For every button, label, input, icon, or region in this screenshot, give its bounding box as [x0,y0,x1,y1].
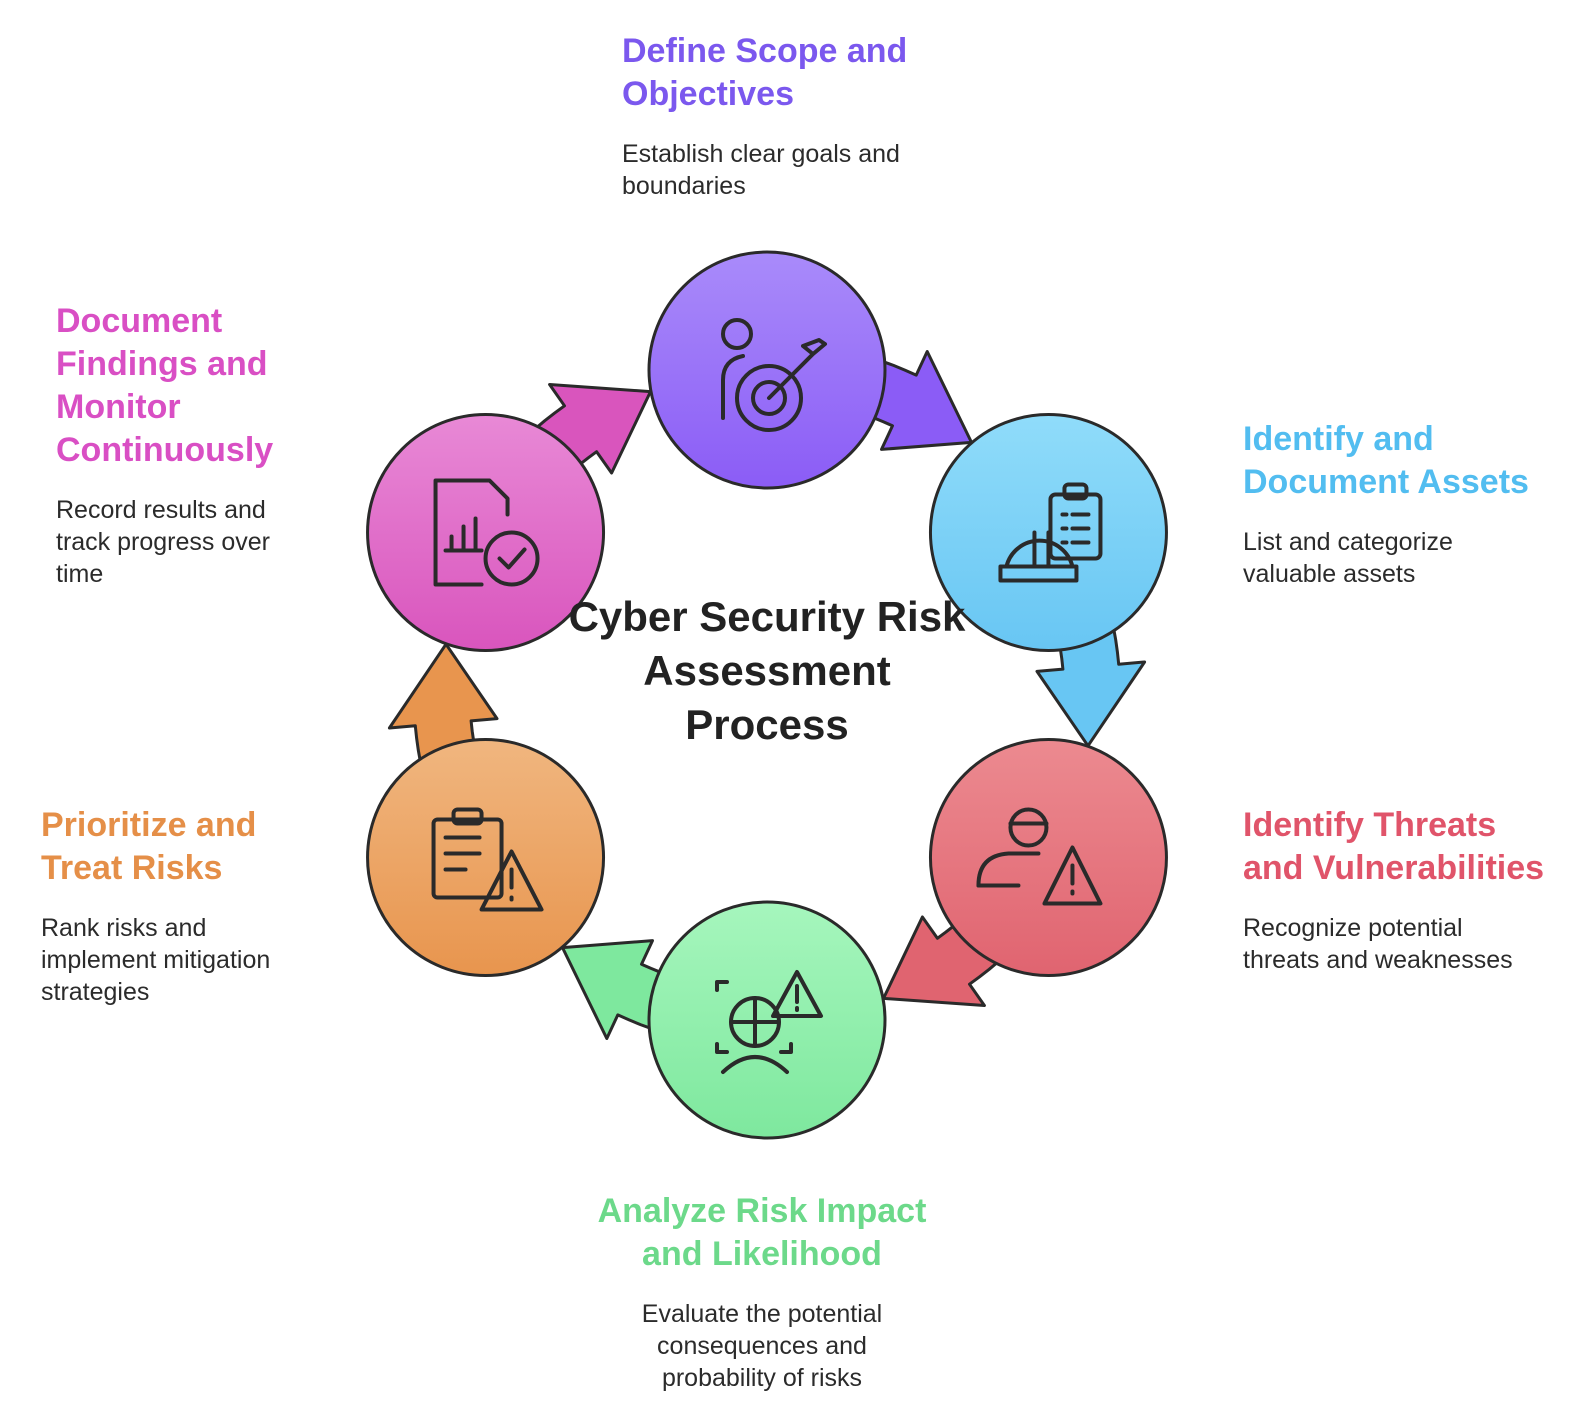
center-title: Cyber Security Risk Assessment Process [568,593,966,748]
step-label-define-scope: Define Scope and Objectives Establish cl… [622,30,942,202]
step-description: Evaluate the potential consequences and … [641,1300,883,1392]
clipboard-warning-icon [431,807,544,912]
step-title: Identify Threats and Vulnerabilities [1243,806,1545,887]
step-label-analyze-risk: Analyze Risk Impact and Likelihood Evalu… [592,1190,932,1394]
person-warning-icon [976,807,1103,906]
step-node [647,900,887,1140]
step-node [366,413,606,652]
step-title: Prioritize and Treat Risks [41,806,257,887]
step-node [366,738,606,977]
step-title: Document Findings and Monitor Continuous… [56,302,274,469]
target-person-icon [721,318,827,432]
step-label-identify-assets: Identify and Document Assets List and ca… [1243,418,1543,590]
step-node [928,738,1168,977]
step-description: Rank risks and implement mitigation stra… [41,914,271,1006]
step-title: Analyze Risk Impact and Likelihood [597,1192,927,1273]
step-description: Record results and track progress over t… [56,496,270,588]
step-node [928,413,1168,652]
step-circle [928,738,1168,977]
step-description: Establish clear goals and boundaries [622,140,900,200]
step-circle [366,738,606,977]
report-check-icon [433,478,540,587]
hardhat-clipboard-icon [998,482,1103,583]
step-circle [366,413,606,652]
step-description: Recognize potential threats and weakness… [1243,914,1513,974]
step-label-identify-threats: Identify Threats and Vulnerabilities Rec… [1243,804,1563,976]
step-label-document-findings: Document Findings and Monitor Continuous… [56,300,286,590]
step-label-prioritize-risks: Prioritize and Treat Risks Rank risks an… [41,804,301,1008]
globe-warning-icon [715,970,823,1074]
step-title: Identify and Document Assets [1243,420,1529,501]
step-circle [647,250,887,490]
step-node [647,250,887,490]
step-title: Define Scope and Objectives [622,32,908,113]
step-description: List and categorize valuable assets [1243,528,1453,588]
